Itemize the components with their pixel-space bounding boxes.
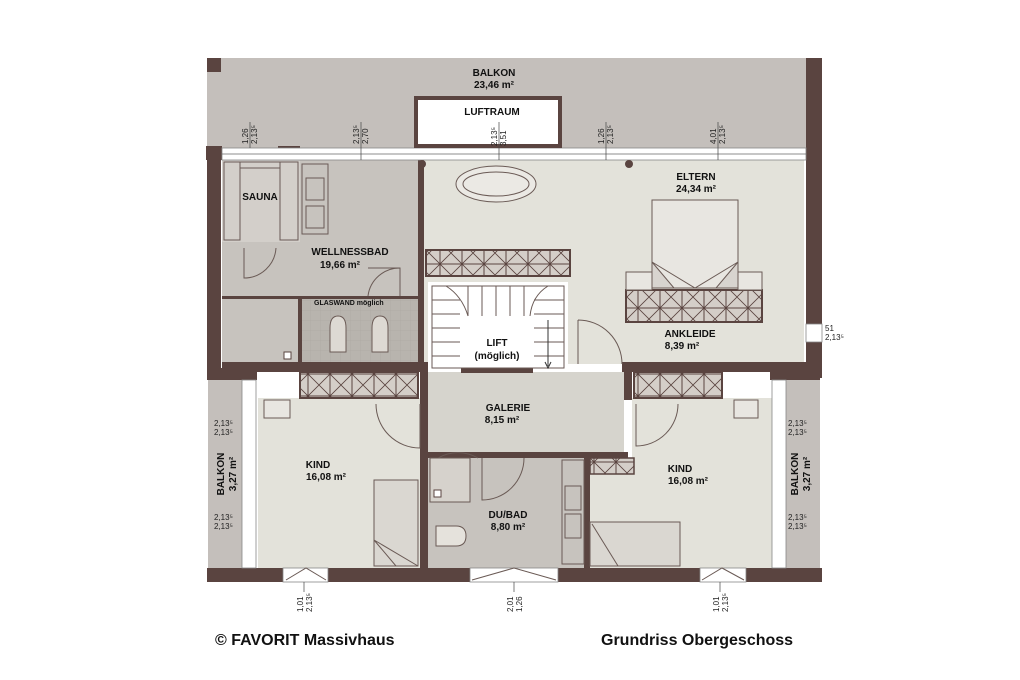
dim-left-a2: 2,13⁵ bbox=[214, 428, 233, 437]
dim-top-3b: 3,51 bbox=[499, 130, 508, 146]
sauna-room bbox=[222, 160, 300, 242]
sauna-name: SAUNA bbox=[242, 192, 278, 203]
dim-top-4a: 1,26 bbox=[597, 128, 606, 144]
luftraum-name: LUFTRAUM bbox=[464, 107, 520, 118]
dim-top-2a: 2,13⁵ bbox=[352, 125, 361, 144]
eltern-area: 24,34 m² bbox=[676, 184, 717, 195]
wellness-lower-left bbox=[222, 298, 298, 362]
dim-right-a1: 2,13⁵ bbox=[788, 419, 807, 428]
dim-left-b1: 2,13⁵ bbox=[214, 513, 233, 522]
walls bbox=[207, 58, 822, 582]
dim-right-b1: 2,13⁵ bbox=[788, 513, 807, 522]
dim-top-1a: 1,26 bbox=[241, 128, 250, 144]
bottom-window-1 bbox=[282, 567, 329, 583]
top-glass-facade bbox=[221, 147, 807, 161]
dim-left-a1: 2,13⁵ bbox=[214, 419, 233, 428]
dim-top-3a: 2,13⁵ bbox=[490, 127, 499, 146]
dim-right-mid-a: 51 bbox=[825, 324, 834, 333]
dim-top-2b: 2,70 bbox=[361, 128, 370, 144]
balkon-right-name: BALKON bbox=[790, 453, 801, 496]
right-small-window bbox=[805, 323, 823, 343]
glaswand-note: GLASWAND möglich bbox=[314, 300, 384, 307]
ankleide-name: ANKLEIDE bbox=[664, 329, 715, 340]
left-window-kind bbox=[241, 379, 257, 569]
wellness-lower-right bbox=[302, 298, 418, 362]
dim-top-5b: 2,13⁵ bbox=[718, 125, 727, 144]
dim-top-4b: 2,13⁵ bbox=[606, 125, 615, 144]
dim-bottom-3a: 1,01 bbox=[712, 596, 721, 612]
dim-bottom-1a: 1,01 bbox=[296, 596, 305, 612]
bottom-window-2 bbox=[469, 567, 559, 583]
dim-right-mid-b: 2,13⁵ bbox=[825, 333, 844, 342]
dim-top-1b: 2,13⁵ bbox=[250, 125, 259, 144]
kind-left-name: KIND bbox=[306, 460, 330, 471]
dim-right-b2: 2,13⁵ bbox=[788, 522, 807, 531]
ankleide-area: 8,39 m² bbox=[665, 341, 700, 352]
right-window-kind bbox=[771, 379, 787, 569]
dim-bottom-2b: 1,26 bbox=[515, 596, 524, 612]
balkon-left-name: BALKON bbox=[216, 453, 227, 496]
wellnessbad-name: WELLNESSBAD bbox=[311, 247, 388, 258]
wardrobe-kind-right-2 bbox=[589, 457, 635, 475]
wellnessbad-area: 19,66 m² bbox=[320, 260, 361, 271]
dimension-texts: 1,26 2,13⁵ 2,13⁵ 2,70 2,13⁵ 3,51 1,26 2,… bbox=[214, 125, 844, 612]
furniture bbox=[223, 161, 763, 581]
plan-title: Grundriss Obergeschoss bbox=[601, 632, 794, 649]
balkon-right-area bbox=[786, 380, 820, 568]
kind-right-name: KIND bbox=[668, 464, 692, 475]
copyright-text: © FAVORIT Massivhaus bbox=[215, 632, 395, 649]
balkon-left-area-text: 3,27 m² bbox=[228, 456, 239, 491]
dubad-name: DU/BAD bbox=[489, 510, 528, 521]
balkon-top-name: BALKON bbox=[473, 68, 516, 79]
dim-right-a2: 2,13⁵ bbox=[788, 428, 807, 437]
lift-sub: (möglich) bbox=[475, 351, 520, 362]
bottom-window-3 bbox=[699, 567, 747, 583]
luftraum-box bbox=[414, 96, 562, 148]
balkon-right-area-text: 3,27 m² bbox=[802, 456, 813, 491]
galerie-name: GALERIE bbox=[486, 403, 531, 414]
wardrobe-ankleide bbox=[625, 289, 763, 323]
lift-name: LIFT bbox=[486, 338, 507, 349]
dim-top-5a: 4,01 bbox=[709, 128, 718, 144]
galerie-area: 8,15 m² bbox=[485, 415, 520, 426]
wardrobe-kind-left bbox=[299, 371, 419, 399]
dubad-area: 8,80 m² bbox=[491, 522, 526, 533]
kind-left-area: 16,08 m² bbox=[306, 472, 347, 483]
eltern-name: ELTERN bbox=[676, 172, 715, 183]
dim-left-b2: 2,13⁵ bbox=[214, 522, 233, 531]
wardrobe-eltern-top bbox=[425, 249, 571, 277]
dim-bottom-1b: 2,13⁵ bbox=[305, 593, 314, 612]
kind-right-area: 16,08 m² bbox=[668, 476, 709, 487]
galerie-room bbox=[428, 372, 624, 452]
dim-bottom-3b: 2,13⁵ bbox=[721, 593, 730, 612]
balkon-top-area-text: 23,46 m² bbox=[474, 80, 515, 91]
balkon-left-area bbox=[208, 380, 242, 568]
wardrobe-kind-right bbox=[633, 371, 723, 399]
dim-bottom-2a: 2,01 bbox=[506, 596, 515, 612]
dimension-lines bbox=[249, 122, 721, 592]
